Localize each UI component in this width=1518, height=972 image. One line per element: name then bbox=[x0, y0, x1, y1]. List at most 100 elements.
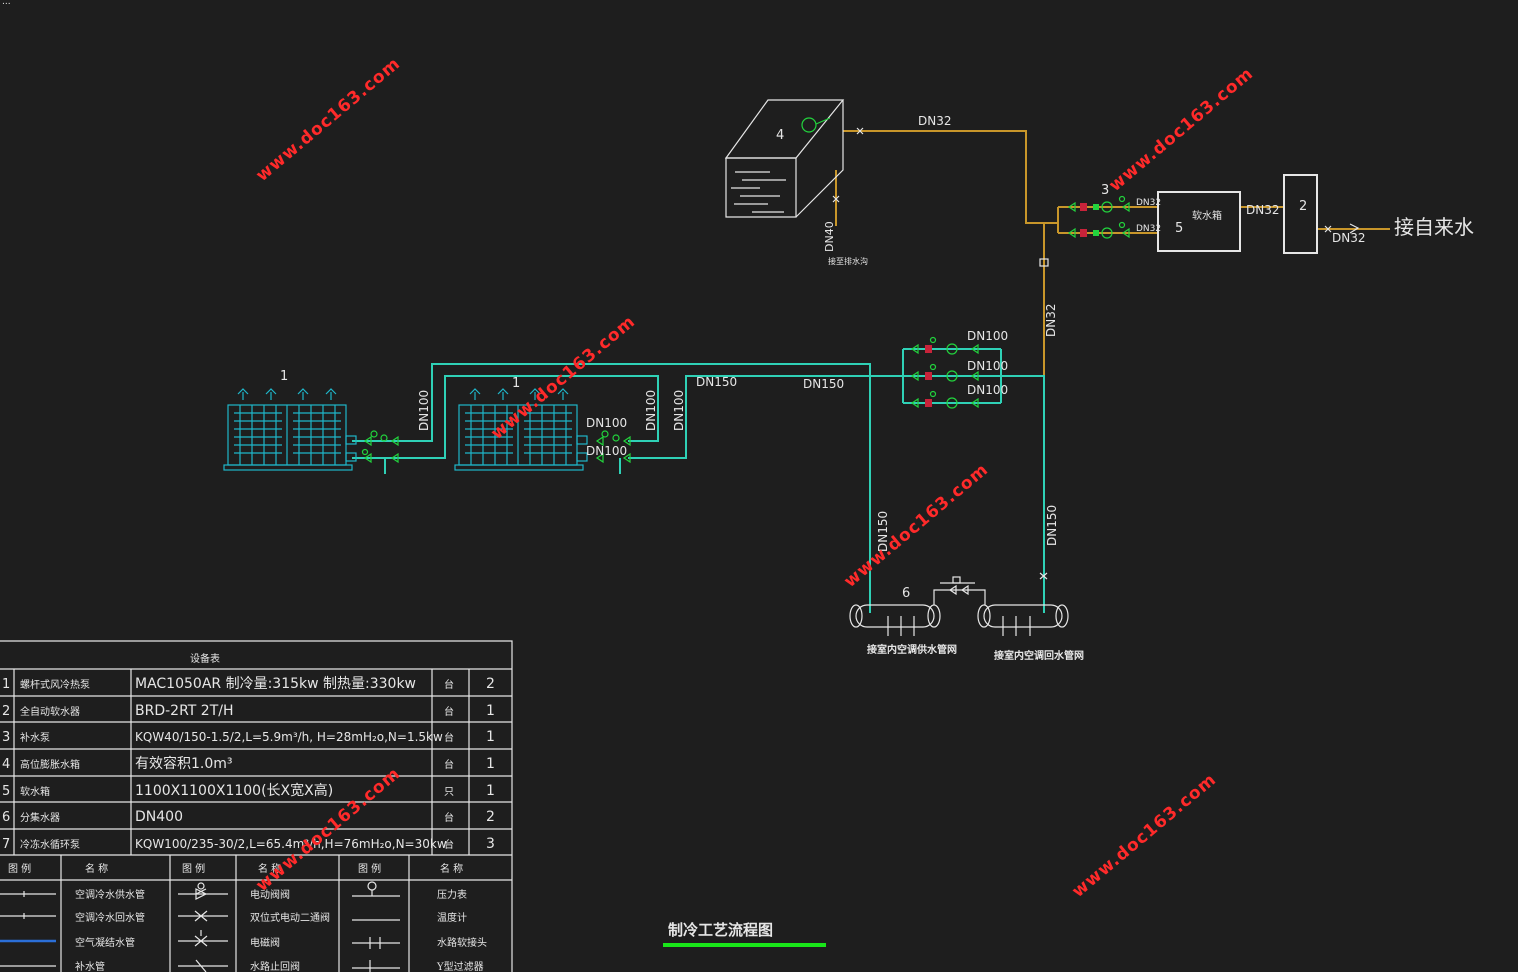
table-cell-spec: 1100X1100X1100(长X宽X高) bbox=[135, 782, 333, 799]
watermarks: www.doc163.com www.doc163.com www.doc163… bbox=[252, 54, 1257, 902]
table-cell-unit: 台 bbox=[444, 838, 454, 851]
label-dn100-chiller-b-lower: DN100 bbox=[586, 444, 627, 458]
table-cell-name: 冷冻水循环泵 bbox=[20, 838, 80, 851]
water-meter-box bbox=[1283, 174, 1360, 254]
label-dn150-main-1: DN150 bbox=[696, 375, 737, 389]
table-cell-no: 4 bbox=[2, 757, 10, 772]
label-dn32-softener: DN32 bbox=[1246, 203, 1280, 217]
watermark-2: www.doc163.com bbox=[1105, 64, 1257, 196]
table-cell-no: 1 bbox=[2, 677, 10, 692]
legend-item-col3-0: 压力表 bbox=[437, 888, 467, 901]
supply-header-label: 接室内空调供水管网 bbox=[867, 643, 957, 656]
table-cell-unit: 台 bbox=[444, 758, 454, 771]
table-cell-name: 分集水器 bbox=[20, 811, 60, 824]
label-dn32-pump-lower: DN32 bbox=[1136, 224, 1161, 234]
tag-pump-group: 3 bbox=[1101, 183, 1109, 198]
legend-item-col1-1: 空调冷水回水管 bbox=[75, 911, 145, 924]
table-cell-qty: 1 bbox=[486, 703, 495, 719]
watermark-6: www.doc163.com bbox=[1068, 770, 1220, 902]
table-cell-spec: BRD-2RT 2T/H bbox=[135, 703, 234, 719]
drain-label: 接至排水沟 bbox=[828, 256, 868, 266]
legend-name-header-2: 名 称 bbox=[258, 862, 281, 875]
label-dn100-pump-1: DN100 bbox=[967, 329, 1008, 343]
legend-item-col2-2: 电磁阀 bbox=[250, 936, 280, 949]
tag-labels: 1 1 2 3 4 5 6 bbox=[280, 128, 1307, 601]
equipment-table: 设备表 1 螺杆式风冷热泵 MAC1050AR 制冷量:315kw 制热量:330k… bbox=[0, 640, 513, 972]
label-dn150-supply: DN150 bbox=[876, 511, 890, 552]
label-dn150-return: DN150 bbox=[1045, 505, 1059, 546]
legend-item-col3-3: Y型过滤器 bbox=[436, 960, 484, 972]
label-dn40: DN40 bbox=[823, 221, 836, 252]
table-cell-name: 软水箱 bbox=[20, 785, 50, 798]
table-cell-spec: KQW40/150-1.5/2,L=5.9m³/h, H=28mH₂o,N=1.… bbox=[135, 730, 443, 744]
label-dn100-riser-1: DN100 bbox=[644, 390, 658, 431]
makeup-pump-group bbox=[1067, 195, 1130, 239]
legend-header-2: 图 例 bbox=[182, 862, 205, 875]
label-dn32-top: DN32 bbox=[918, 114, 952, 128]
pipe-size-labels: DN32 DN32 DN32 DN32 DN32 DN32 DN40 DN100… bbox=[417, 114, 1366, 552]
chilled-water-pipes bbox=[352, 348, 1045, 613]
label-dn100-pump-2: DN100 bbox=[967, 359, 1008, 373]
label-dn100-chiller-b-upper: DN100 bbox=[586, 416, 627, 430]
table-cell-qty: 1 bbox=[486, 783, 495, 799]
legend-item-col2-1: 双位式电动二通阀 bbox=[250, 911, 330, 924]
chiller-unit-a bbox=[223, 388, 357, 471]
circulation-pump-group bbox=[910, 336, 979, 409]
expansion-tank bbox=[724, 99, 864, 218]
table-cell-name: 补水泵 bbox=[20, 731, 50, 744]
legend-item-col1-3: 补水管 bbox=[75, 960, 105, 972]
legend-item-col1-2: 空气凝结水管 bbox=[75, 936, 135, 949]
label-dn150-main-2: DN150 bbox=[803, 377, 844, 391]
tag-chiller-b: 1 bbox=[512, 376, 520, 391]
legend-item-col3-1: 温度计 bbox=[437, 911, 467, 924]
label-dn32-pump-upper: DN32 bbox=[1136, 198, 1161, 208]
tap-water-label: 接自来水 bbox=[1394, 215, 1474, 239]
table-cell-spec: MAC1050AR 制冷量:315kw 制热量:330kw bbox=[135, 676, 416, 692]
legend-item-col2-3: 水路止回阀 bbox=[250, 960, 300, 972]
table-cell-no: 3 bbox=[2, 730, 10, 745]
watermark-4: www.doc163.com bbox=[840, 460, 992, 592]
chiller-unit-b bbox=[454, 388, 588, 471]
table-cell-unit: 台 bbox=[444, 811, 454, 824]
table-cell-unit: 只 bbox=[444, 787, 454, 798]
title-underline bbox=[663, 943, 826, 947]
table-cell-spec: 有效容积1.0m³ bbox=[135, 755, 233, 772]
legend-name-header-3: 名 称 bbox=[440, 862, 463, 875]
table-cell-spec: DN400 bbox=[135, 809, 183, 825]
table-cell-unit: 台 bbox=[444, 731, 454, 744]
drawing-title: 制冷工艺流程图 bbox=[668, 921, 773, 939]
table-cell-unit: 台 bbox=[444, 678, 454, 691]
table-cell-name: 螺杆式风冷热泵 bbox=[20, 678, 90, 691]
label-dn32-meter: DN32 bbox=[1332, 231, 1366, 245]
chinese-labels: 接自来水 软水箱 接至排水沟 接室内空调供水管网 接室内空调回水管网 制冷工艺流… bbox=[663, 209, 1474, 947]
corner-text: ... bbox=[2, 0, 11, 7]
table-cell-no: 5 bbox=[2, 784, 10, 799]
table-cell-name: 全自动软水器 bbox=[20, 705, 80, 718]
table-cell-no: 7 bbox=[2, 837, 10, 852]
table-cell-qty: 2 bbox=[486, 676, 495, 692]
table-cell-qty: 3 bbox=[486, 836, 495, 852]
chiller-a-valves bbox=[361, 430, 399, 464]
softener-tank-label: 软水箱 bbox=[1192, 209, 1222, 222]
legend-item-col1-0: 空调冷水供水管 bbox=[75, 888, 145, 901]
tag-chiller-a: 1 bbox=[280, 369, 288, 384]
table-cell-qty: 1 bbox=[486, 729, 495, 745]
tag-water-meter: 2 bbox=[1299, 199, 1307, 214]
table-cell-unit: 台 bbox=[444, 705, 454, 718]
table-cell-name: 高位膨胀水箱 bbox=[20, 758, 80, 771]
equipment-table-title: 设备表 bbox=[190, 652, 220, 665]
legend-header-1: 图 例 bbox=[8, 862, 31, 875]
legend-item-col2-0: 电动阀阀 bbox=[250, 888, 290, 901]
table-cell-spec: KQW100/235-30/2,L=65.4m³/h,H=76mH₂o,N=30… bbox=[135, 837, 447, 851]
watermark-1: www.doc163.com bbox=[252, 54, 404, 186]
chiller-b-valves bbox=[595, 430, 631, 464]
tag-header: 6 bbox=[902, 586, 910, 601]
label-dn32-vertical: DN32 bbox=[1044, 304, 1058, 338]
table-cell-no: 6 bbox=[2, 810, 10, 825]
legend-symbols bbox=[0, 881, 400, 972]
distribution-headers bbox=[849, 576, 1069, 636]
makeup-valve-b bbox=[1039, 258, 1049, 580]
legend-name-header-1: 名 称 bbox=[85, 862, 108, 875]
